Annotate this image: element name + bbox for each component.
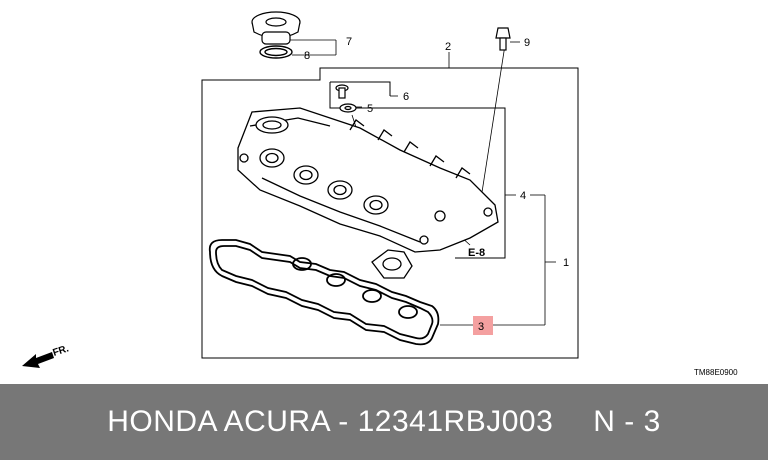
front-direction-arrow: FR. (22, 343, 70, 368)
callout-7: 7 (346, 36, 352, 48)
drawing-code: TM88E0900 (694, 368, 738, 377)
callout-6: 6 (403, 91, 409, 103)
callout-2: 2 (445, 41, 451, 53)
callout-3: 3 (478, 321, 484, 333)
callout-labels: 1 2 3 4 5 6 7 8 9 (304, 36, 569, 333)
subframe-6-top (330, 81, 391, 96)
callout-8: 8 (304, 50, 310, 62)
callout-5: 5 (367, 103, 373, 115)
arrow-icon (22, 352, 54, 368)
frame-lines (201, 67, 579, 359)
subframe-6 (329, 82, 506, 259)
parts-diagram: FR. 1 2 3 4 5 6 7 8 9 E-8 TM88E0900 (22, 11, 739, 377)
callout-1: 1 (563, 257, 569, 269)
part-number-banner: HONDA ACURA - 12341RBJ003 N - 3 (0, 384, 768, 460)
part-number-text: HONDA ACURA - 12341RBJ003 (107, 405, 554, 438)
reference-label: E-8 (468, 247, 485, 259)
callout-3-highlight (473, 316, 493, 335)
breather-seal (371, 249, 413, 279)
washer-5 (339, 103, 357, 113)
diagram-reference-text: N - 3 (593, 405, 661, 438)
diagram-canvas: FR. 1 2 3 4 5 6 7 8 9 E-8 TM88E0900 (22, 11, 738, 377)
head-cover-gasket (208, 239, 440, 346)
cylinder-head-cover (237, 107, 499, 253)
callout-9: 9 (524, 37, 530, 49)
bolt-6 (335, 84, 349, 99)
o-ring (259, 45, 293, 59)
callout-4: 4 (520, 190, 526, 202)
direction-label: FR. (52, 343, 71, 359)
oil-filler-cap (251, 11, 301, 45)
bolt-9 (495, 27, 511, 51)
